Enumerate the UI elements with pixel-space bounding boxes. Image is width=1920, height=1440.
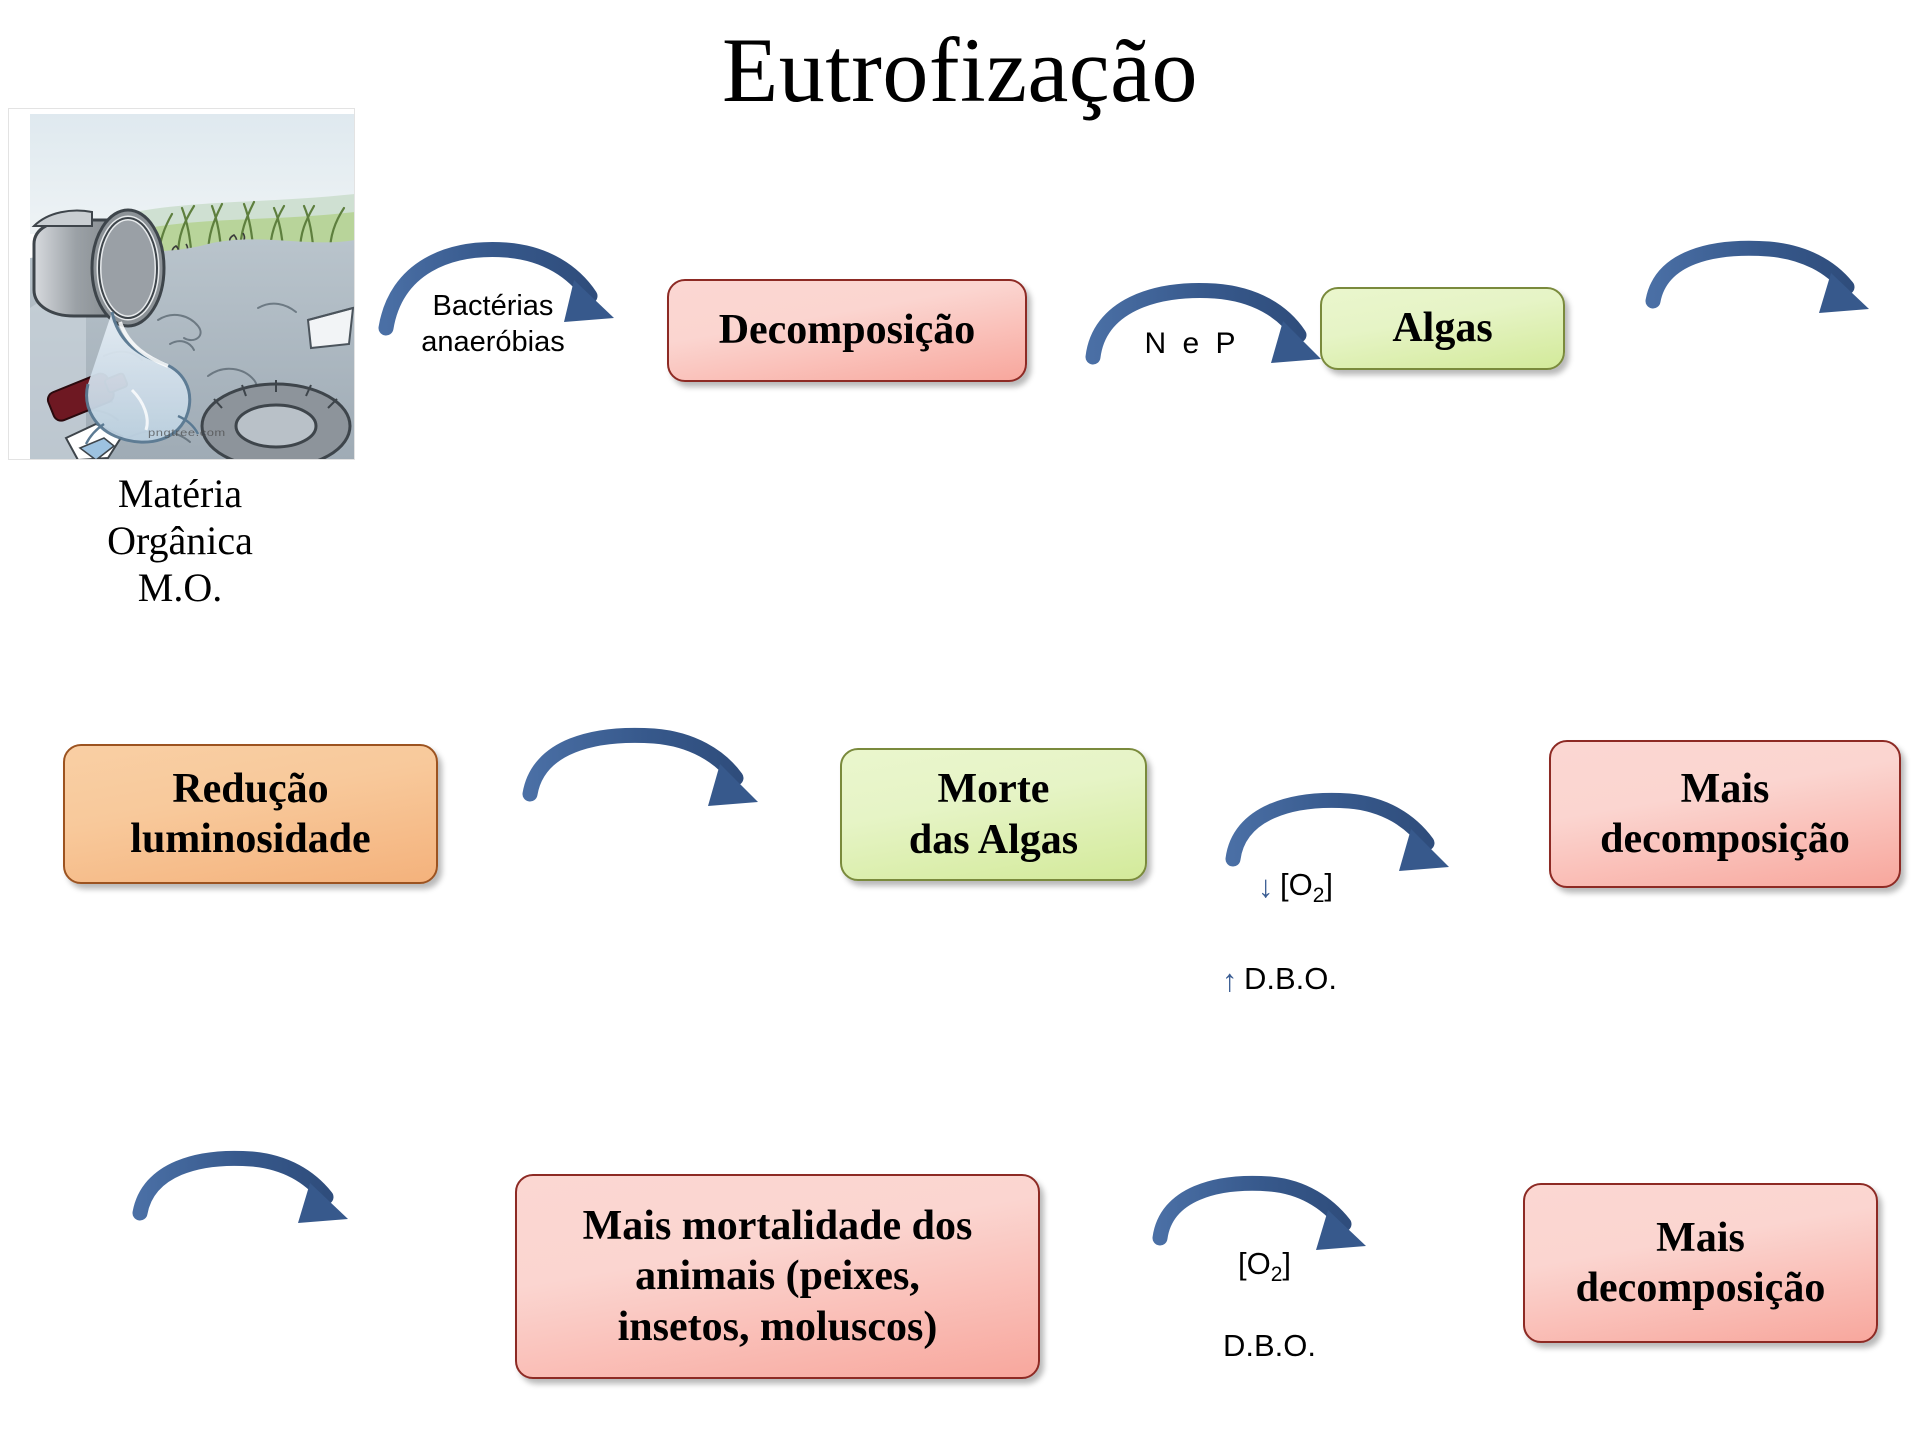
o2-subscript-2: 2 xyxy=(1270,1263,1283,1287)
node-reducao-luminosidade: Redução luminosidade xyxy=(63,744,438,884)
node-algas: Algas xyxy=(1320,287,1565,370)
arrow-mortalidade-to-mais-decomposicao xyxy=(1152,1175,1382,1290)
o2-bracket-close: ] xyxy=(1324,867,1334,902)
o2-bracket-close-2: ] xyxy=(1282,1246,1292,1281)
arrow-algas-to-reducao xyxy=(1645,240,1885,355)
up-arrow-icon: ↑ xyxy=(1222,963,1238,998)
node-decomposicao: Decomposição xyxy=(667,279,1027,382)
label-n-e-p: N e P xyxy=(1144,327,1240,360)
node-morte-das-algas: Morte das Algas xyxy=(840,748,1147,881)
node-mais-decomposicao-2: Mais decomposição xyxy=(1523,1183,1878,1343)
arrow-mais-decomposicao-to-mortalidade xyxy=(132,1150,362,1265)
arrow-mo-to-decomposicao xyxy=(378,240,628,360)
label-bacterias-anaerobias: Bactérias anaeróbias xyxy=(421,290,565,359)
o2-subscript: 2 xyxy=(1312,884,1325,908)
dbo-text-2: D.B.O. xyxy=(1223,1328,1317,1363)
arrow-decomposicao-to-algas xyxy=(1085,283,1335,415)
annotation-o2-bottom: [O2] xyxy=(1238,1246,1291,1287)
node-mais-decomposicao-1: Mais decomposição xyxy=(1549,740,1901,888)
node-mais-mortalidade-animais: Mais mortalidade dos animais (peixes, in… xyxy=(515,1174,1040,1379)
label-materia-organica: Matéria Orgânica M.O. xyxy=(107,471,253,611)
page-title: Eutrofização xyxy=(722,19,1198,121)
down-arrow-icon: ↓ xyxy=(1258,869,1274,904)
pollution-illustration xyxy=(8,108,355,460)
o2-bracket-open-2: [O xyxy=(1238,1246,1271,1281)
annotation-dbo-bottom: D.B.O. xyxy=(1223,1328,1316,1364)
dbo-text: D.B.O. xyxy=(1244,961,1338,996)
arrow-reducao-to-morte-algas xyxy=(522,727,772,842)
annotation-o2-decrease: ↓[O2] xyxy=(1258,867,1333,908)
image-watermark: pngtree.com xyxy=(148,426,226,439)
arrow-morte-algas-to-mais-decomposicao xyxy=(1225,792,1465,905)
o2-bracket-open: [O xyxy=(1280,867,1313,902)
annotation-dbo-increase: ↑D.B.O. xyxy=(1222,961,1337,999)
